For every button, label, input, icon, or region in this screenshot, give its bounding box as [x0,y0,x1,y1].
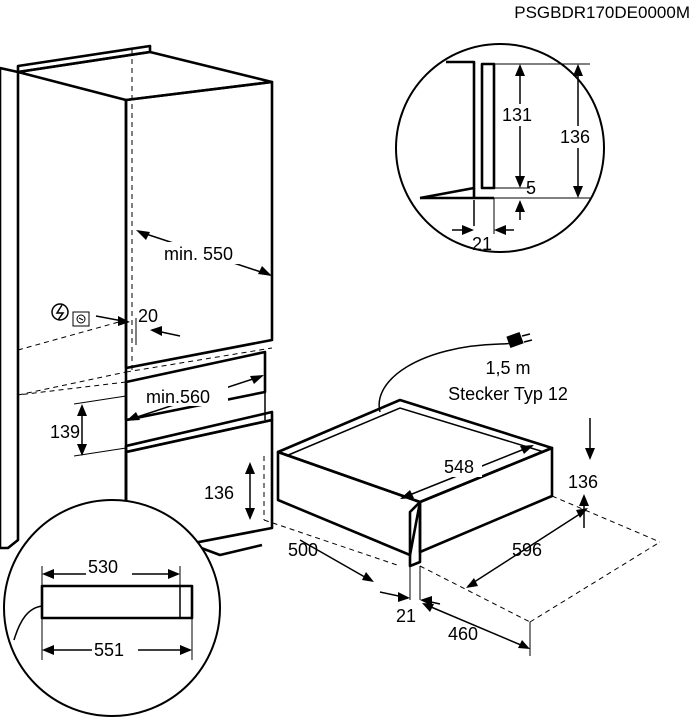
front-thickness-dimension: 21 [379,566,441,626]
inner-width-530: 530 [88,557,118,577]
cable-length: 1,5 m [485,358,530,378]
niche-height-dimension: 139 [50,395,127,457]
niche-width-dimension: min.560 [126,375,264,421]
drawer-width-dimension: 548 [400,445,534,499]
detail-width-21: 21 [472,234,492,254]
electric-shock-warning-icon [51,303,69,321]
detail-circle-bottom: 530 551 [3,499,221,717]
drawer-width-label: 548 [444,457,474,477]
drawer-height-label: 136 [568,472,598,492]
gap-label: 20 [138,306,158,326]
install-depth-dimension: 460 [422,603,531,656]
drawer-height-dimension: 136 [568,418,598,528]
drawer-depth-label: 500 [288,540,318,560]
detail-height-136: 136 [560,127,590,147]
outer-width-dimension: 596 [466,508,588,588]
detail-gap-5: 5 [526,178,536,198]
plug-type: Stecker Typ 12 [448,384,568,404]
plug-icon [506,331,533,349]
install-depth-label: 460 [448,624,478,644]
cabinet-drawer-height-dimension: 136 [204,462,255,520]
power-cable: 1,5 m Stecker Typ 12 [378,331,568,413]
drawer-depth-dimension: 500 [288,539,374,582]
outer-width-label: 596 [512,540,542,560]
model-code: PSGBDR170DE0000M [514,3,690,22]
detail-height-131: 131 [502,105,532,125]
warming-drawer [263,398,661,623]
gap-dimension: 20 [95,306,181,345]
niche-height-label: 139 [50,422,80,442]
socket-icon [72,311,90,327]
niche-width-label: min.560 [146,387,210,407]
outer-width-551: 551 [94,640,124,660]
niche-depth-dimension: min. 550 [136,230,272,276]
detail-circle-top: 131 136 5 21 [395,43,605,254]
tall-cabinet [0,44,274,558]
front-thickness-label: 21 [396,606,416,626]
niche-depth-label: min. 550 [164,244,233,264]
cabinet-drawer-height-label: 136 [204,483,234,503]
